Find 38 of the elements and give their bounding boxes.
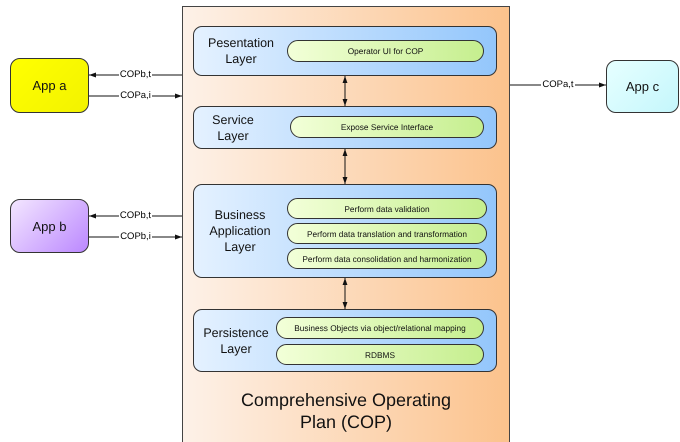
edge-label: COPa,t bbox=[541, 79, 575, 90]
edge-label: COPb,t bbox=[118, 69, 152, 80]
function-pill bbox=[287, 223, 487, 244]
app-box bbox=[10, 199, 89, 253]
edge-label: COPa,i bbox=[119, 90, 152, 101]
node-label: Expose Service Interface bbox=[340, 122, 434, 132]
function-pill bbox=[290, 116, 484, 138]
node-label: Perform data validation bbox=[344, 204, 430, 214]
app-box bbox=[606, 60, 679, 113]
node-label: App b bbox=[32, 218, 66, 234]
function-pill bbox=[287, 198, 487, 219]
layer-box bbox=[193, 309, 497, 372]
arrow bbox=[342, 76, 348, 106]
node-label: Business Objects via object/relational mapping bbox=[294, 323, 466, 333]
function-pill bbox=[276, 344, 484, 365]
node-label: RDBMS bbox=[365, 350, 395, 360]
function-pill bbox=[276, 317, 484, 339]
layer-box bbox=[193, 184, 497, 278]
node-label: Comprehensive Operating Plan (COP) bbox=[240, 389, 452, 433]
node-label: App c bbox=[626, 79, 660, 94]
function-pill bbox=[287, 40, 484, 62]
node-label: App a bbox=[32, 78, 66, 93]
layer-box bbox=[193, 26, 497, 76]
node-label: Persistence Layer bbox=[202, 324, 270, 356]
node-label: Perform data consolidation and harmonization bbox=[302, 254, 472, 264]
arrow bbox=[342, 278, 348, 310]
layer-box bbox=[193, 106, 497, 149]
arrow bbox=[342, 148, 348, 184]
node-label: Service Layer bbox=[211, 112, 255, 144]
system-container bbox=[182, 6, 510, 442]
app-box bbox=[10, 58, 89, 113]
function-pill bbox=[287, 248, 487, 269]
edge-label: COPb,i bbox=[119, 231, 152, 242]
node-label: Pesentation Layer bbox=[206, 35, 276, 67]
node-label: Perform data translation and transformation bbox=[306, 228, 468, 238]
node-label: Operator UI for COP bbox=[348, 46, 424, 56]
node-label: Business Application Layer bbox=[208, 207, 272, 255]
edge-label: COPb,t bbox=[118, 210, 152, 221]
